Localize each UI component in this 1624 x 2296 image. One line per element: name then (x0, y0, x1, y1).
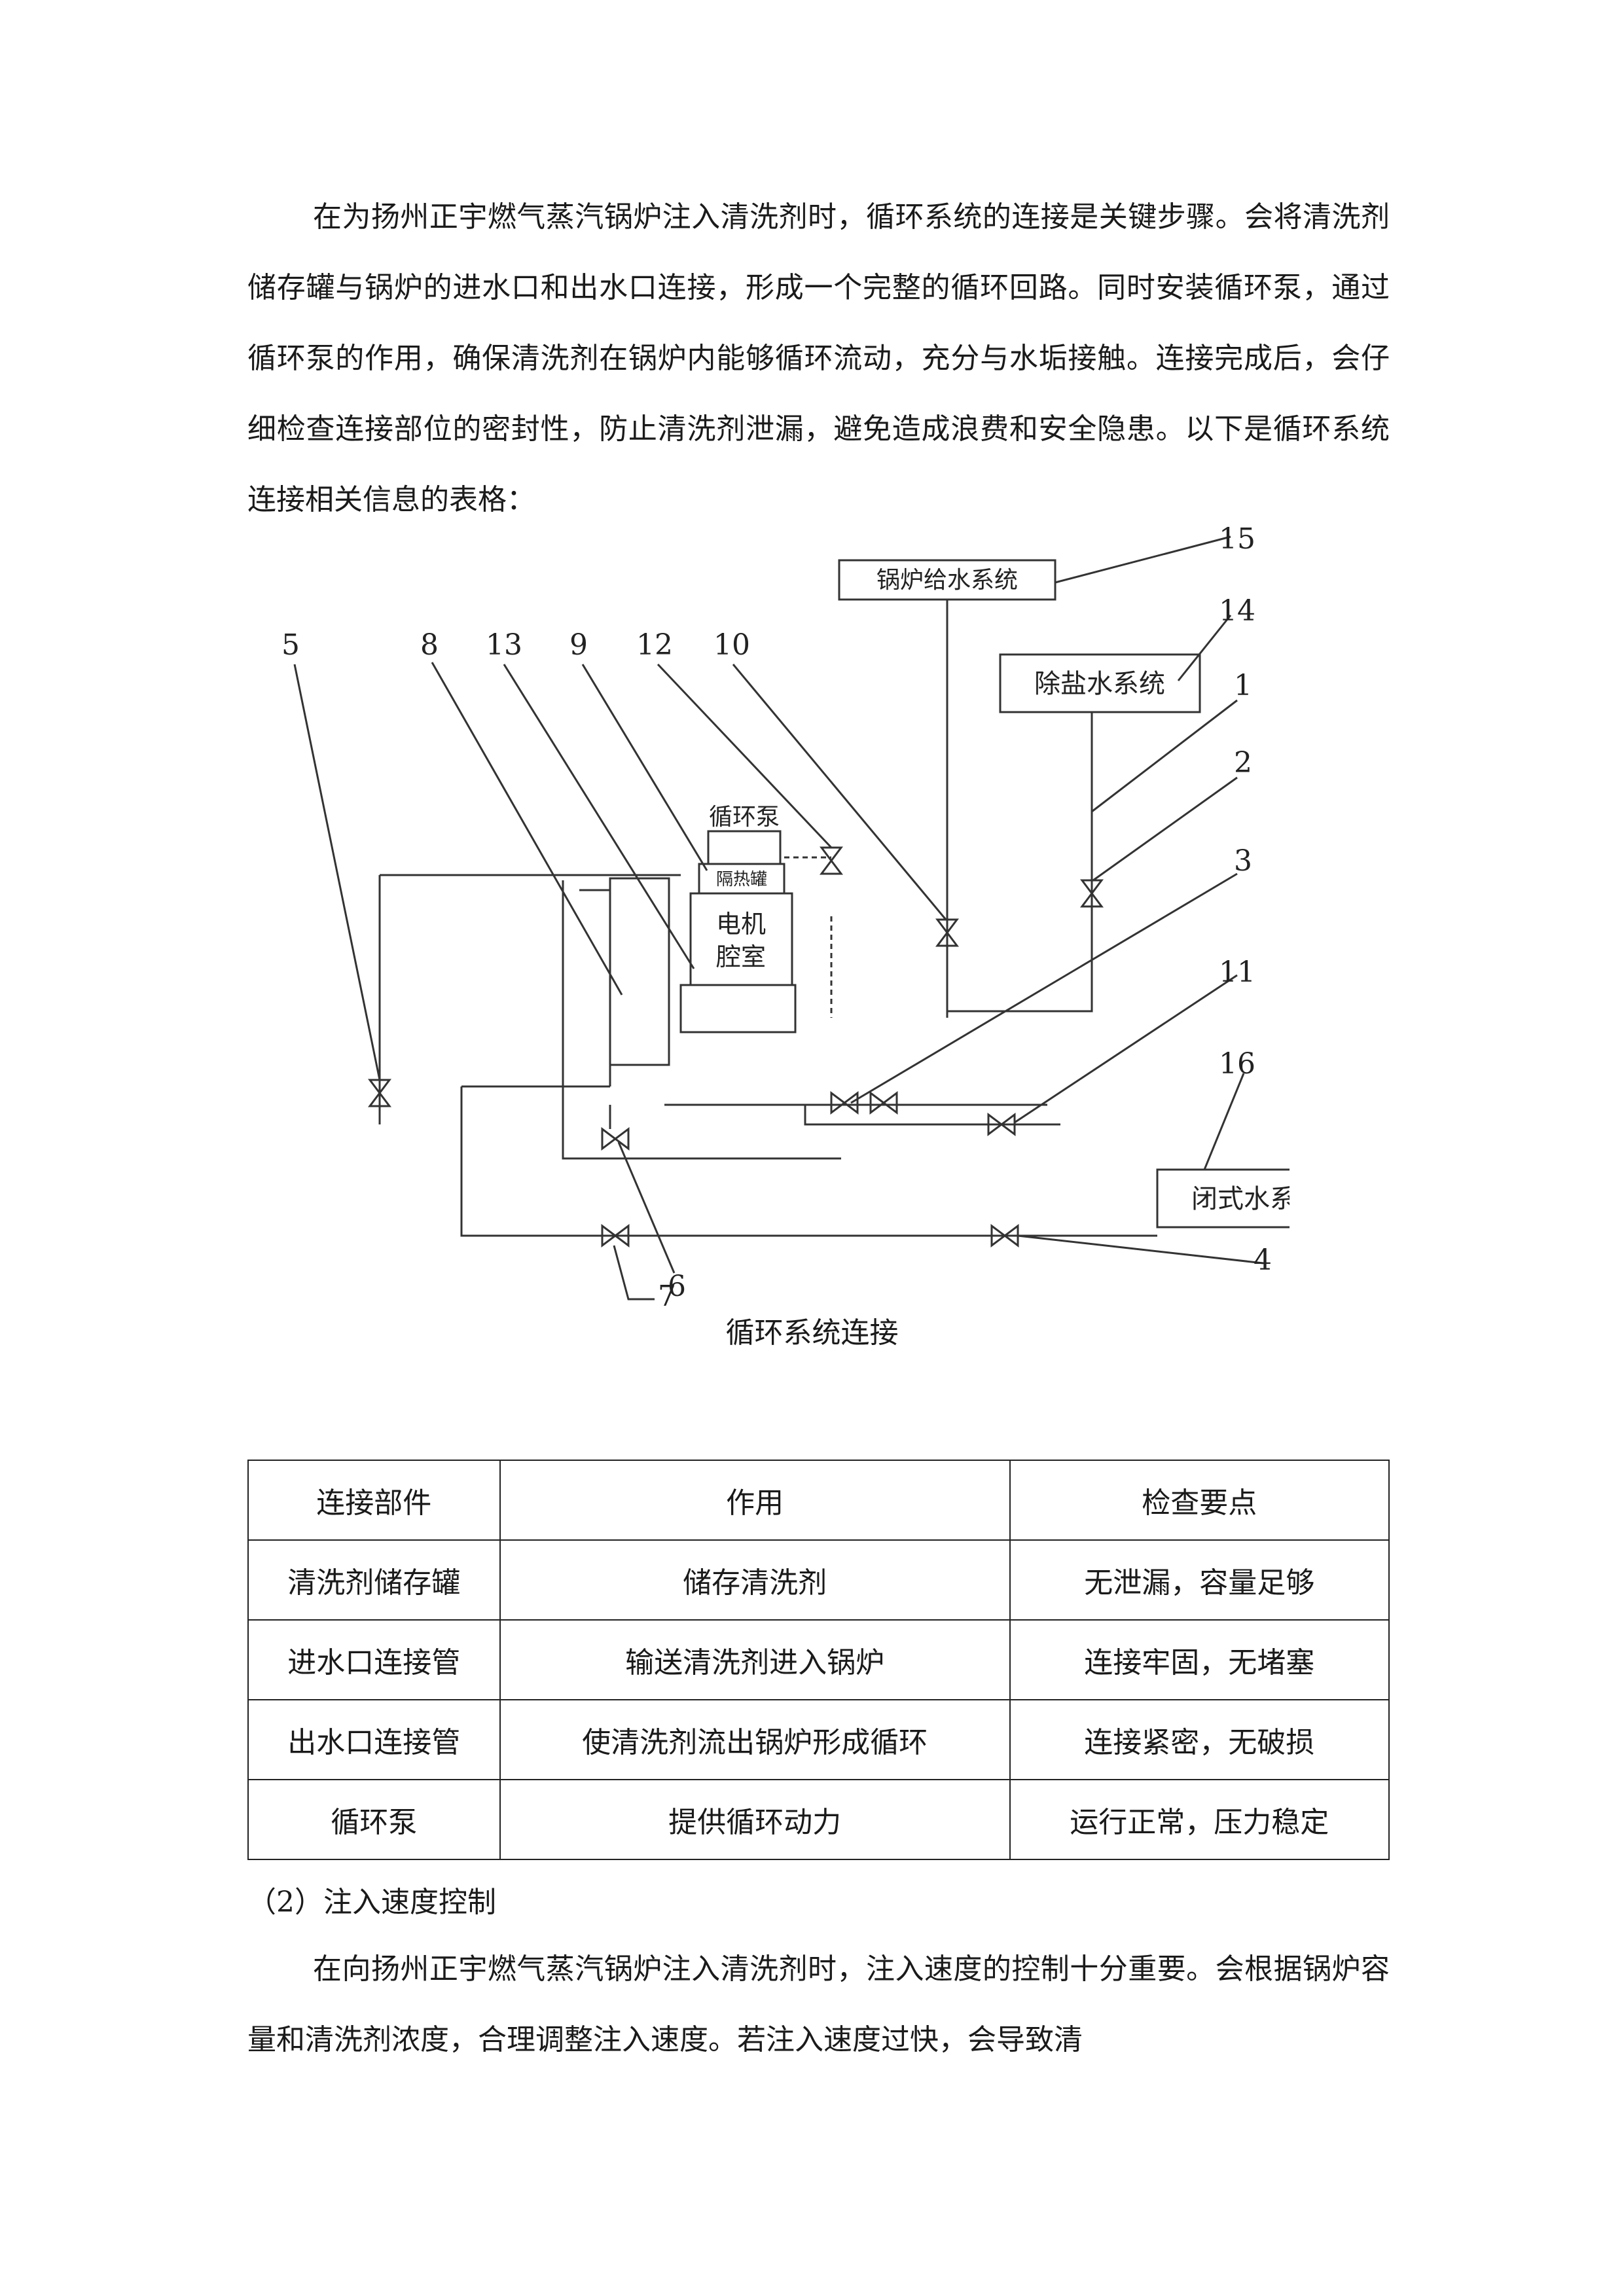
motor-box (689, 892, 793, 986)
callout-3: 3 (1234, 844, 1252, 878)
demineralized-label: 除盐水系统 (1034, 669, 1165, 699)
leader-7 (613, 1245, 655, 1300)
leader-6 (617, 1141, 676, 1274)
leader-2 (1092, 776, 1238, 882)
pipe-hx-left (579, 889, 611, 1086)
pump-label: 循环泵 (709, 804, 780, 831)
valve-7 (601, 1224, 630, 1247)
valve-4 (990, 1224, 1019, 1247)
callout-10: 10 (713, 628, 750, 662)
table-cell: 使清洗剂流出锅炉形成循环 (499, 1699, 1011, 1780)
circulation-system-diagram: 5 8 13 9 12 10 15 14 1 2 3 11 16 4 6 7 锅… (242, 511, 1290, 1309)
header-cell: 作用 (499, 1460, 1011, 1541)
leader-11 (1014, 974, 1238, 1124)
table-cell: 进水口连接管 (247, 1619, 501, 1700)
pipe-drain (804, 1105, 1060, 1126)
insulation-label: 隔热罐 (716, 870, 767, 889)
intro-paragraph-text: 在为扬州正宇燃气蒸汽锅炉注入清洗剂时，循环系统的连接是关键步骤。会将清洗剂储存罐… (247, 200, 1390, 516)
closed-water-label: 闭式水系统 (1191, 1184, 1290, 1214)
callout-7: 7 (658, 1280, 676, 1309)
heat-exchanger (609, 877, 670, 1066)
speed-control-paragraph: 在向扬州正宇燃气蒸汽锅炉注入清洗剂时，注入速度的控制十分重要。会根据锅炉容量和清… (247, 1934, 1390, 2075)
table-header-row: 连接部件 作用 检查要点 (247, 1460, 1390, 1541)
speed-control-paragraph-text: 在向扬州正宇燃气蒸汽锅炉注入清洗剂时，注入速度的控制十分重要。会根据锅炉容量和清… (247, 1952, 1390, 2056)
callout-8: 8 (420, 628, 439, 662)
table-cell: 无泄漏，容量足够 (1009, 1539, 1390, 1621)
table-cell: 连接紧密，无破损 (1009, 1699, 1390, 1780)
pipe-inner-left (562, 880, 841, 1160)
leader-9 (581, 664, 708, 871)
valve-5 (368, 1079, 391, 1107)
valve-3b (869, 1091, 898, 1115)
valve-11 (987, 1113, 1016, 1136)
connection-table: 连接部件 作用 检查要点 清洗剂储存罐 储存清洗剂 无泄漏，容量足够 进水口连接… (247, 1460, 1390, 1860)
callout-2: 2 (1234, 746, 1252, 780)
leader-8 (431, 662, 623, 996)
table-cell: 循环泵 (247, 1779, 501, 1860)
section-subheading: （2）注入速度控制 (247, 1886, 496, 1919)
leader-10 (732, 664, 947, 920)
motor-label-2: 腔室 (716, 942, 766, 971)
motor-base (679, 984, 797, 1033)
callout-9: 9 (569, 628, 588, 662)
callout-11: 11 (1219, 956, 1255, 989)
pump-box (707, 830, 782, 865)
pipe-demin (947, 712, 1093, 1013)
demineralized-box (999, 653, 1201, 713)
table-cell: 出水口连接管 (247, 1699, 501, 1780)
table-cell: 输送清洗剂进入锅炉 (499, 1619, 1011, 1700)
callout-13: 13 (486, 628, 522, 662)
callout-16: 16 (1219, 1047, 1255, 1081)
table-row: 清洗剂储存罐 储存清洗剂 无泄漏，容量足够 (247, 1539, 1390, 1621)
valve-10 (935, 918, 959, 947)
leader-4 (1017, 1234, 1264, 1265)
box-labels: 锅炉给水系统 除盐水系统 闭式水系统 循环泵 隔热罐 电机 腔室 (709, 567, 1290, 1214)
valve-12 (820, 846, 843, 875)
callout-1: 1 (1234, 669, 1252, 702)
leader-1 (1091, 699, 1238, 813)
table-row: 循环泵 提供循环动力 运行正常，压力稳定 (247, 1779, 1390, 1860)
table-cell: 运行正常，压力稳定 (1009, 1779, 1390, 1860)
header-cell: 检查要点 (1009, 1460, 1390, 1541)
table-cell: 清洗剂储存罐 (247, 1539, 501, 1621)
connection-table-grid: 连接部件 作用 检查要点 清洗剂储存罐 储存清洗剂 无泄漏，容量足够 进水口连接… (247, 1460, 1390, 1860)
table-row: 进水口连接管 输送清洗剂进入锅炉 连接牢固，无堵塞 (247, 1619, 1390, 1700)
valve-3a (830, 1091, 859, 1115)
callout-5: 5 (281, 628, 300, 662)
leader-12 (657, 663, 833, 849)
callout-12: 12 (636, 628, 673, 662)
valve-2 (1080, 879, 1104, 908)
callout-14: 14 (1219, 594, 1255, 628)
table-cell: 提供循环动力 (499, 1779, 1011, 1860)
valve-6 (601, 1127, 630, 1151)
table-cell: 连接牢固，无堵塞 (1009, 1619, 1390, 1700)
leader-15 (1055, 535, 1231, 584)
boiler-feed-label: 锅炉给水系统 (876, 567, 1018, 594)
leader-3 (850, 872, 1238, 1104)
leader-16 (1203, 1073, 1245, 1170)
figure-caption: 循环系统连接 (725, 1316, 899, 1350)
leader-5 (293, 664, 381, 1081)
callout-4: 4 (1254, 1244, 1272, 1277)
callout-15: 15 (1219, 522, 1255, 556)
callout-numbers: 5 8 13 9 12 10 15 14 1 2 3 11 16 4 6 7 (281, 522, 1272, 1309)
closed-water-box (1156, 1168, 1290, 1229)
diagram-svg: 5 8 13 9 12 10 15 14 1 2 3 11 16 4 6 7 锅… (281, 522, 1290, 1309)
leader-13 (503, 664, 695, 969)
table-cell: 储存清洗剂 (499, 1539, 1011, 1621)
callout-6: 6 (668, 1270, 686, 1303)
header-cell: 连接部件 (247, 1460, 501, 1541)
pipe-closed (460, 1086, 1157, 1237)
table-row: 出水口连接管 使清洗剂流出锅炉形成循环 连接紧密，无破损 (247, 1699, 1390, 1780)
motor-label-1: 电机 (716, 910, 766, 939)
diagram-lines (293, 535, 1290, 1300)
intro-paragraph: 在为扬州正宇燃气蒸汽锅炉注入清洗剂时，循环系统的连接是关键步骤。会将清洗剂储存罐… (247, 182, 1390, 535)
leader-14 (1177, 615, 1232, 681)
